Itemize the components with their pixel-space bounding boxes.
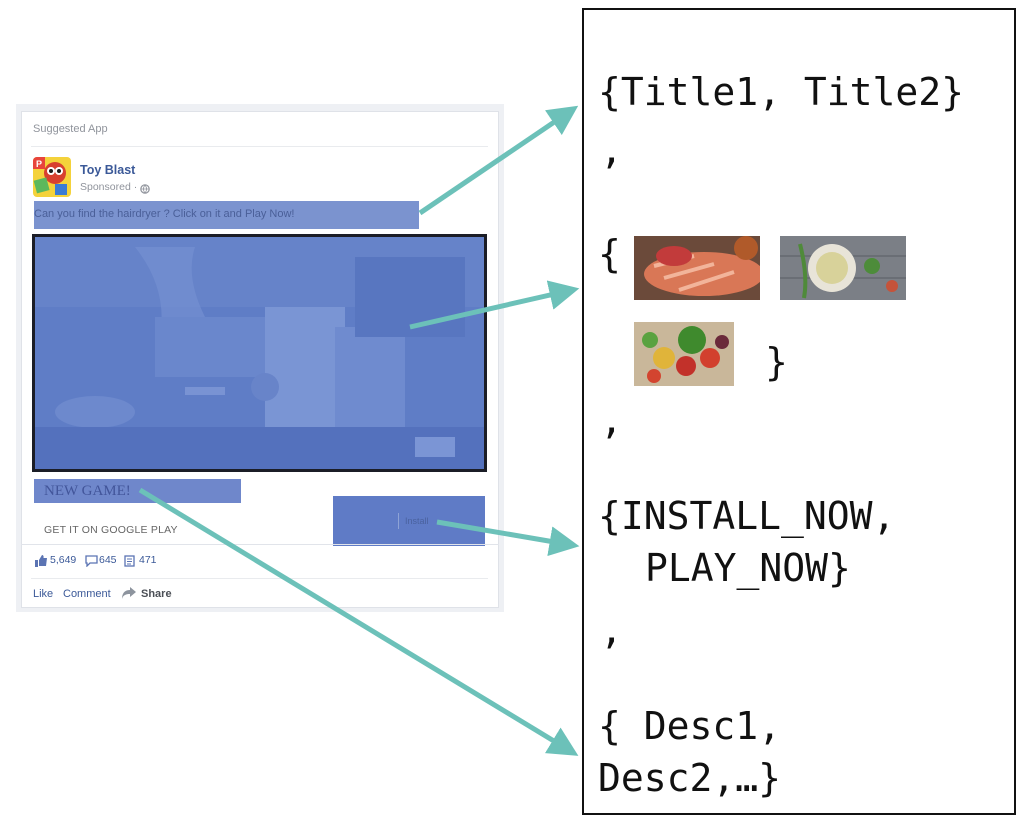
comma-separator: , (600, 398, 623, 442)
cta-arrow (436, 519, 580, 557)
title-arrow (418, 105, 579, 216)
desc-set-line2: Desc2,…} (598, 756, 782, 800)
cta-set-line1: {INSTALL_NOW, (598, 494, 896, 538)
description-arrow (138, 487, 579, 756)
comment-icon (85, 554, 98, 572)
comment-button[interactable]: Comment (63, 588, 111, 600)
asset-set-panel (582, 8, 1016, 815)
like-button[interactable]: Like (33, 588, 54, 600)
divider (31, 146, 488, 147)
share-icon (121, 586, 137, 605)
suggested-app-label: Suggested App (33, 123, 108, 135)
app-name-link[interactable]: Toy Blast (80, 163, 136, 177)
app-icon[interactable]: P (33, 157, 71, 197)
sponsored-label: Sponsored · (80, 181, 138, 193)
salmon-image (634, 236, 760, 300)
comment-count: 645 (99, 554, 117, 566)
comma-separator: , (600, 608, 623, 652)
svg-text:P: P (36, 159, 42, 169)
ad-description: NEW GAME! (44, 483, 131, 499)
ad-title-highlight (34, 201, 419, 229)
share-count-icon (124, 554, 137, 572)
like-icon (34, 554, 48, 572)
google-play-label: GET IT ON GOOGLE PLAY (44, 524, 178, 536)
cta-set-line2: PLAY_NOW} (645, 546, 851, 590)
titles-set: {Title1, Title2} (598, 70, 965, 114)
ad-image-highlight[interactable] (35, 237, 484, 469)
divider (21, 544, 499, 545)
cta-button-highlight[interactable] (333, 496, 485, 546)
ad-title[interactable]: Can you find the hairdryer ? Click on it… (34, 208, 295, 220)
desc-set-line1: { Desc1, (598, 704, 782, 748)
ad-description-highlight (34, 479, 241, 503)
share-button[interactable]: Share (141, 588, 172, 600)
share-count: 471 (139, 554, 157, 566)
images-set-close-brace: } (765, 340, 788, 384)
images-set-open-brace: { (598, 232, 621, 276)
vegetables-image (634, 322, 734, 386)
globe-icon (140, 181, 150, 194)
cta-separator (398, 513, 399, 529)
like-count: 5,649 (50, 554, 77, 566)
divider (31, 578, 488, 579)
pasta-image (780, 236, 906, 300)
image-arrow (409, 280, 580, 330)
comma-separator: , (600, 128, 623, 172)
install-button[interactable]: Install (405, 516, 429, 526)
